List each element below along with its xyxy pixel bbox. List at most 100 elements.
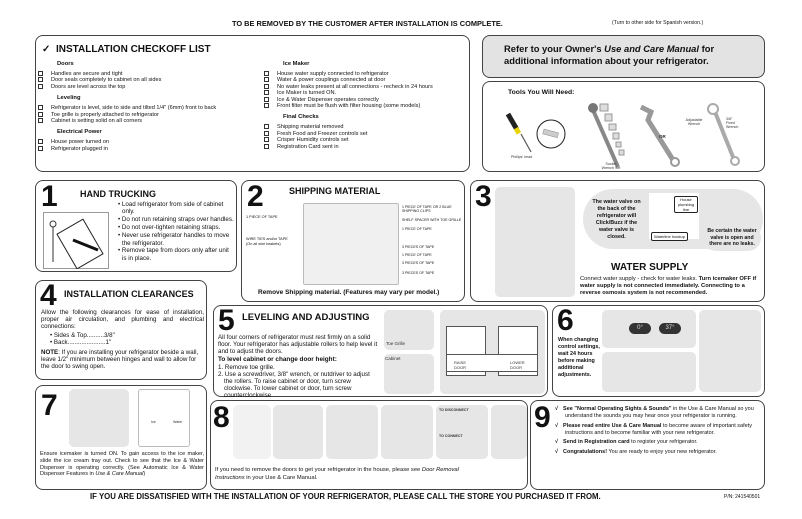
phillips-label: Phillips' head [511, 155, 533, 159]
checkbox[interactable] [38, 71, 43, 77]
checklist-item: Refrigerator plugged in [38, 146, 262, 152]
final-item-bold: Please read entire Use & Care Manual [563, 422, 662, 429]
shipping-label: 1 PIECE OF TAPE OR 2 BLUE SHIPPING CLIPS [402, 205, 452, 213]
list-item: • Back......................1" [50, 339, 115, 346]
checkbox[interactable] [38, 111, 43, 117]
socket-label: Socket Wrench Set [601, 162, 621, 170]
tools-illustration [505, 103, 740, 168]
section-number: 9 [534, 401, 551, 434]
hand-truck-icon [49, 218, 104, 269]
section-title: INSTALLATION CLEARANCES [64, 289, 194, 299]
list-item: • Load refrigerator from side of cabinet… [116, 201, 234, 216]
checklist-item-label: Refrigerator is level, side to side and … [51, 105, 217, 112]
checkbox[interactable] [264, 137, 269, 143]
checkbox[interactable] [38, 83, 43, 89]
final-item-text: to become aware of important safety inst… [565, 422, 752, 436]
checkbox[interactable] [264, 71, 269, 77]
checkbox[interactable] [264, 77, 269, 83]
check-icon: √ [555, 448, 559, 455]
checkbox[interactable] [38, 118, 43, 124]
checklist-item: Refrigerator is level, side to side and … [38, 105, 262, 111]
checklist-item: No water leaks present at all connection… [264, 84, 469, 90]
leveling-steps: 1. Remove toe grille.2. Use a screwdrive… [218, 364, 380, 399]
list-item: • Do not over-tighten retaining straps. [116, 224, 234, 231]
checklist-item-label: Handles are secure and tight [51, 71, 123, 77]
crisper-illustration [699, 310, 761, 392]
checkbox[interactable] [264, 124, 269, 130]
hinge-illustration [233, 405, 271, 459]
disconnect-label: TO DISCONNECT [439, 408, 469, 412]
checkbox[interactable] [264, 90, 269, 96]
checkbox[interactable] [264, 103, 269, 109]
clearances-list: • Sides & Top..........3/8"• Back.......… [50, 332, 115, 346]
final-item-text: You are ready to enjoy your new refriger… [607, 448, 717, 455]
fixed-label: 3/8" Fixed Wrench [726, 117, 739, 129]
bullet: • [118, 224, 122, 232]
shipping-label: WIRE TIES and/or TAPE (On all wire baske… [246, 237, 288, 246]
waterline-label: Waterline hookup [651, 232, 688, 241]
checkbox[interactable] [264, 143, 269, 149]
checklist-item-label: Front filter must be flush with filter h… [277, 103, 421, 110]
section-title: WATER SUPPLY [611, 262, 689, 273]
checklist-item-label: Shipping material removed [277, 124, 344, 131]
checkbox[interactable] [38, 139, 43, 145]
tools-title: Tools You Will Need: [508, 89, 575, 96]
clearances-intro: Allow the following clearances for ease … [41, 309, 204, 330]
check-icon: √ [555, 406, 559, 412]
checklist-item-label: Water & power couplings connected at doo… [277, 77, 386, 84]
checklist-item-label: House power turned on [51, 139, 110, 146]
disconnect-illustration [381, 405, 433, 459]
final-item-text: to register your refrigerator. [629, 439, 698, 445]
checklist-item: Door seals completely to cabinet on all … [38, 77, 262, 83]
or-label: OR [659, 134, 666, 139]
bubble-left: The water valve on the back of the refri… [592, 199, 641, 240]
humidity-illustration [602, 352, 696, 392]
raise-door-label: RAISE DOOR [454, 360, 467, 370]
final-item: √Send in Registration card to register y… [555, 439, 762, 446]
water-coupling-illustration [436, 405, 488, 459]
list-item: • Do not run retaining straps over handl… [116, 216, 234, 223]
checklist-item-label: Cabinet is setting solid on all corners [51, 118, 143, 125]
checklist-item: Handles are secure and tight [38, 71, 262, 77]
checklist-subheading: Electrical Power [57, 129, 102, 136]
section-controls: 6 When changing control settings, wait 2… [552, 305, 765, 397]
checklist-item: Toe grille is properly attached to refri… [38, 112, 262, 118]
checkbox[interactable] [38, 105, 43, 111]
hand-trucking-list: • Load refrigerator from side of cabinet… [116, 201, 234, 263]
checkbox[interactable] [264, 83, 269, 89]
checklist-item-label: No water leaks present at all connection… [277, 83, 433, 90]
list-item-text: Remove tape from doors only after unit i… [121, 247, 229, 262]
checklist-item-label: Ice & Water Dispenser operates correctly [277, 96, 379, 103]
door-removal-link: Door Removal Instructions [215, 467, 459, 481]
checkbox[interactable] [38, 77, 43, 83]
water-supply-text: Connect water supply - check for water l… [580, 276, 757, 296]
final-item: √Congratulations! You are ready to enjoy… [555, 449, 762, 456]
section-installation-clearances: 4 INSTALLATION CLEARANCES Allow the foll… [35, 280, 207, 380]
checklist-title: INSTALLATION CHECKOFF LIST [55, 44, 211, 55]
section-icemaker: 7 Ice Water Ensure icemaker is turned ON… [35, 385, 207, 490]
checklist-item-label: Doors are level across the top [51, 83, 126, 90]
dispenser-illustration: Ice Water [138, 389, 190, 447]
checkbox[interactable] [264, 96, 269, 102]
section-number: 6 [557, 304, 574, 337]
checkbox[interactable] [264, 130, 269, 136]
section-number: 3 [475, 180, 492, 213]
shipping-labels-right: 1 PIECE OF TAPE OR 2 BLUE SHIPPING CLIPS… [402, 205, 464, 275]
ice-label: Ice [151, 420, 156, 424]
final-list: √See "Normal Operating Sights & Sounds" … [555, 406, 762, 458]
water-line-illustration [495, 187, 575, 297]
list-item-text: Sides & Top..........3/8" [53, 332, 115, 339]
checklist-item: Ice Maker is turned ON. [264, 90, 469, 96]
fixed-wrench-icon [707, 103, 740, 166]
final-item-bold: See "Normal Operating Sights & Sounds" [563, 406, 672, 412]
check-icon: √ [555, 439, 559, 445]
bullet: • [50, 339, 54, 346]
shipping-caption: Remove Shipping material. (Features may … [258, 289, 440, 296]
checklist-item: Front filter must be flush with filter h… [264, 103, 469, 109]
footer-text: IF YOU ARE DISSATISFIED WITH THE INSTALL… [90, 492, 601, 501]
checkbox[interactable] [38, 145, 43, 151]
